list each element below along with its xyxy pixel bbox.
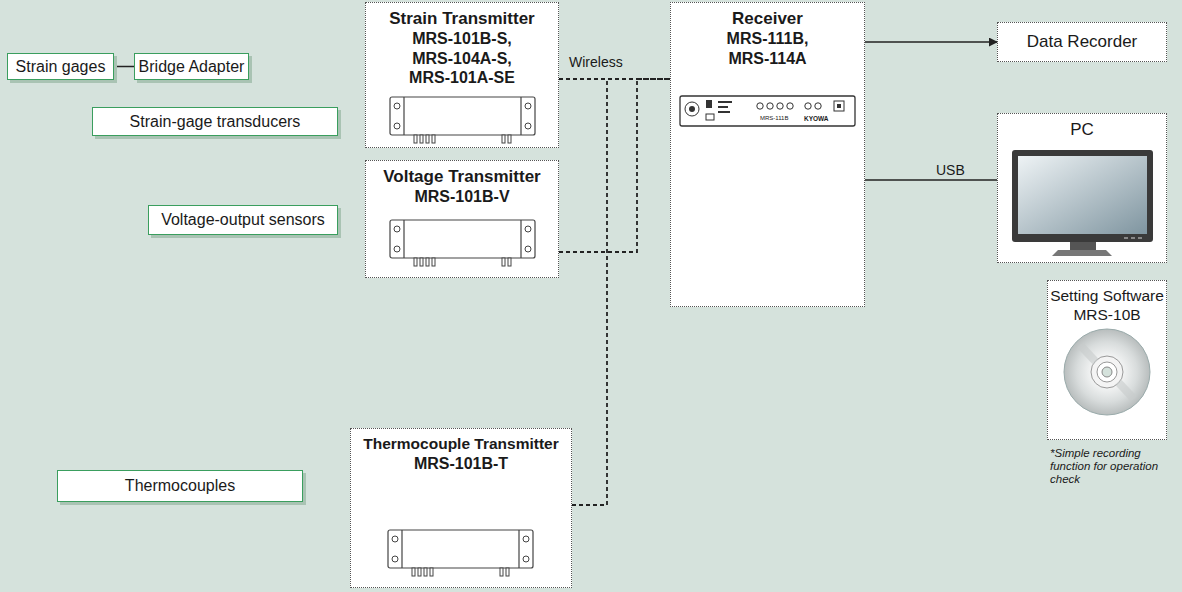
transmitter-device [388,530,533,576]
box-title: Strain Transmitter [389,9,535,29]
device-box: Thermocouple TransmitterMRS-101B-T [350,428,572,588]
model-number: MRS-111B, MRS-114A [709,29,827,67]
device-box: ReceiverMRS-111B, MRS-114A [670,2,865,307]
box-title: Thermocouples [125,476,235,495]
cable [114,66,134,68]
box-title: Setting Software [1050,287,1164,306]
box-title: Bridge Adapter [139,57,245,76]
cd-disc [1064,329,1150,415]
edge-label: Wireless [566,54,626,70]
box-title: Voltage Transmitter [383,167,540,187]
box-title: Thermocouple Transmitter [363,435,559,454]
device-box: PC [997,113,1167,263]
pc-monitor [1012,150,1153,256]
box-title: Voltage-output sensors [161,210,325,229]
device-box: Data Recorder [997,22,1167,62]
box-title: Strain-gage transducers [130,112,301,131]
transmitter-device [390,97,535,143]
box-ground [350,2,1167,588]
box-title: Receiver [732,9,803,29]
wireless-link [559,79,670,252]
box-title: PC [1070,120,1094,140]
device-box: Voltage TransmitterMRS-101B-V [365,160,559,278]
model-number: MRS-10B [1073,306,1140,325]
edge-label: USB [933,162,968,178]
sensor-box: Bridge Adapter [134,53,249,80]
cable [865,179,997,181]
model-number: MRS-101B-V [414,187,509,206]
device-box: Setting SoftwareMRS-10B [1047,280,1167,440]
sensor-box: Strain-gage transducers [92,107,338,136]
model-number: MRS-101B-T [414,454,508,473]
wireless-link [572,79,670,505]
receiver-device [680,96,855,126]
device-box: Strain TransmitterMRS-101B-S, MRS-104A-S… [365,2,559,148]
footnote: *Simple recording function for operation… [1050,447,1182,487]
transmitter-device [390,220,535,266]
box-title: Strain gages [16,57,106,76]
cable [865,41,997,43]
brand-print: KYOWA [804,115,834,122]
box-title: Data Recorder [1027,32,1138,52]
sensor-box: Strain gages [7,53,114,80]
sensor-box: Voltage-output sensors [148,205,338,235]
sensor-box: Thermocouples [57,470,303,502]
model-print: MRS-111B [760,115,800,122]
model-number: MRS-101B-S, MRS-104A-S, MRS-101A-SE [403,29,521,87]
